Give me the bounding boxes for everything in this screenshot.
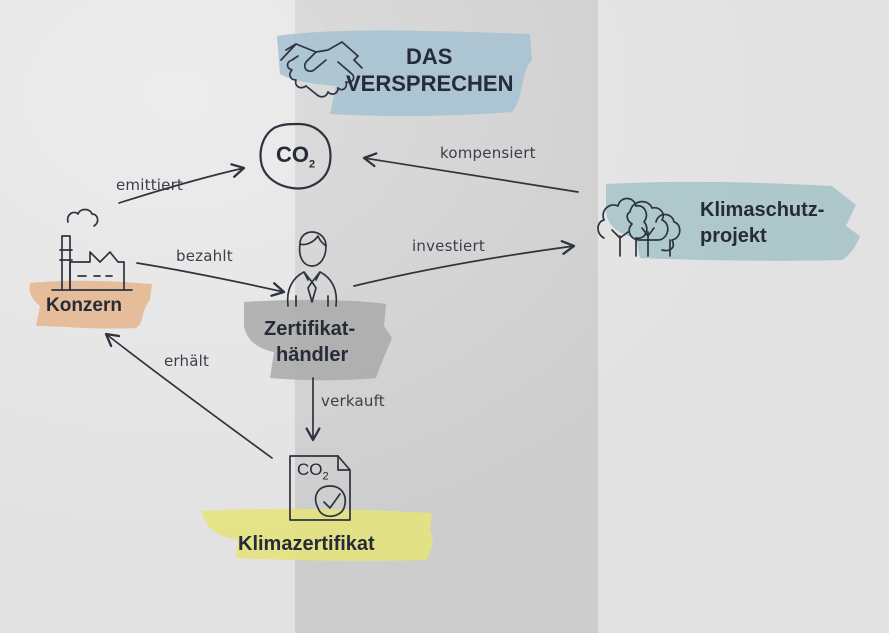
verkauft-label: verkauft: [321, 392, 385, 410]
kompensiert-arrow: [362, 152, 579, 193]
title-line-2: VERSPRECHEN: [346, 71, 514, 96]
emittiert-arrow: [118, 163, 246, 204]
konzern-highlight: [29, 280, 152, 329]
zertifikat-highlight: [202, 508, 433, 561]
title-line-1: DAS: [406, 44, 453, 69]
forest-icon: [597, 197, 681, 257]
emittiert-label: emittiert: [116, 176, 184, 194]
investiert-arrow: [353, 240, 576, 287]
businessman-icon: [286, 231, 338, 307]
kompensiert-label: kompensiert: [440, 144, 536, 162]
erhaelt-label: erhält: [164, 352, 210, 370]
certificate-co2-text: CO: [297, 460, 323, 479]
haendler-label-line-1: Zertifikat-: [264, 318, 356, 340]
bezahlt-label: bezahlt: [176, 247, 233, 265]
konzern-label: Konzern: [46, 295, 122, 316]
bezahlt-arrow: [136, 262, 286, 297]
klimazertifikat-label: Klimazertifikat: [238, 533, 375, 555]
co2-cloud-icon: [259, 122, 332, 190]
haendler-label-line-2: händler: [276, 344, 349, 366]
klimaschutz-label-line-2: projekt: [700, 225, 767, 247]
co2-text: CO: [276, 142, 309, 167]
factory-icon: [51, 208, 133, 291]
handshake-icon: [280, 41, 363, 98]
co2-subscript: 2: [309, 158, 316, 171]
investiert-label: investiert: [412, 237, 485, 255]
erhaelt-arrow: [104, 332, 273, 459]
certificate-document-icon: [289, 455, 351, 521]
title-highlight: [277, 30, 532, 116]
haendler-highlight: [244, 299, 392, 381]
certificate-co2-subscript: 2: [322, 470, 329, 483]
co2-label: CO2: [276, 142, 315, 170]
klimaschutz-label-line-1: Klimaschutz-: [700, 199, 825, 221]
certificate-co2-label: CO2: [297, 460, 329, 482]
